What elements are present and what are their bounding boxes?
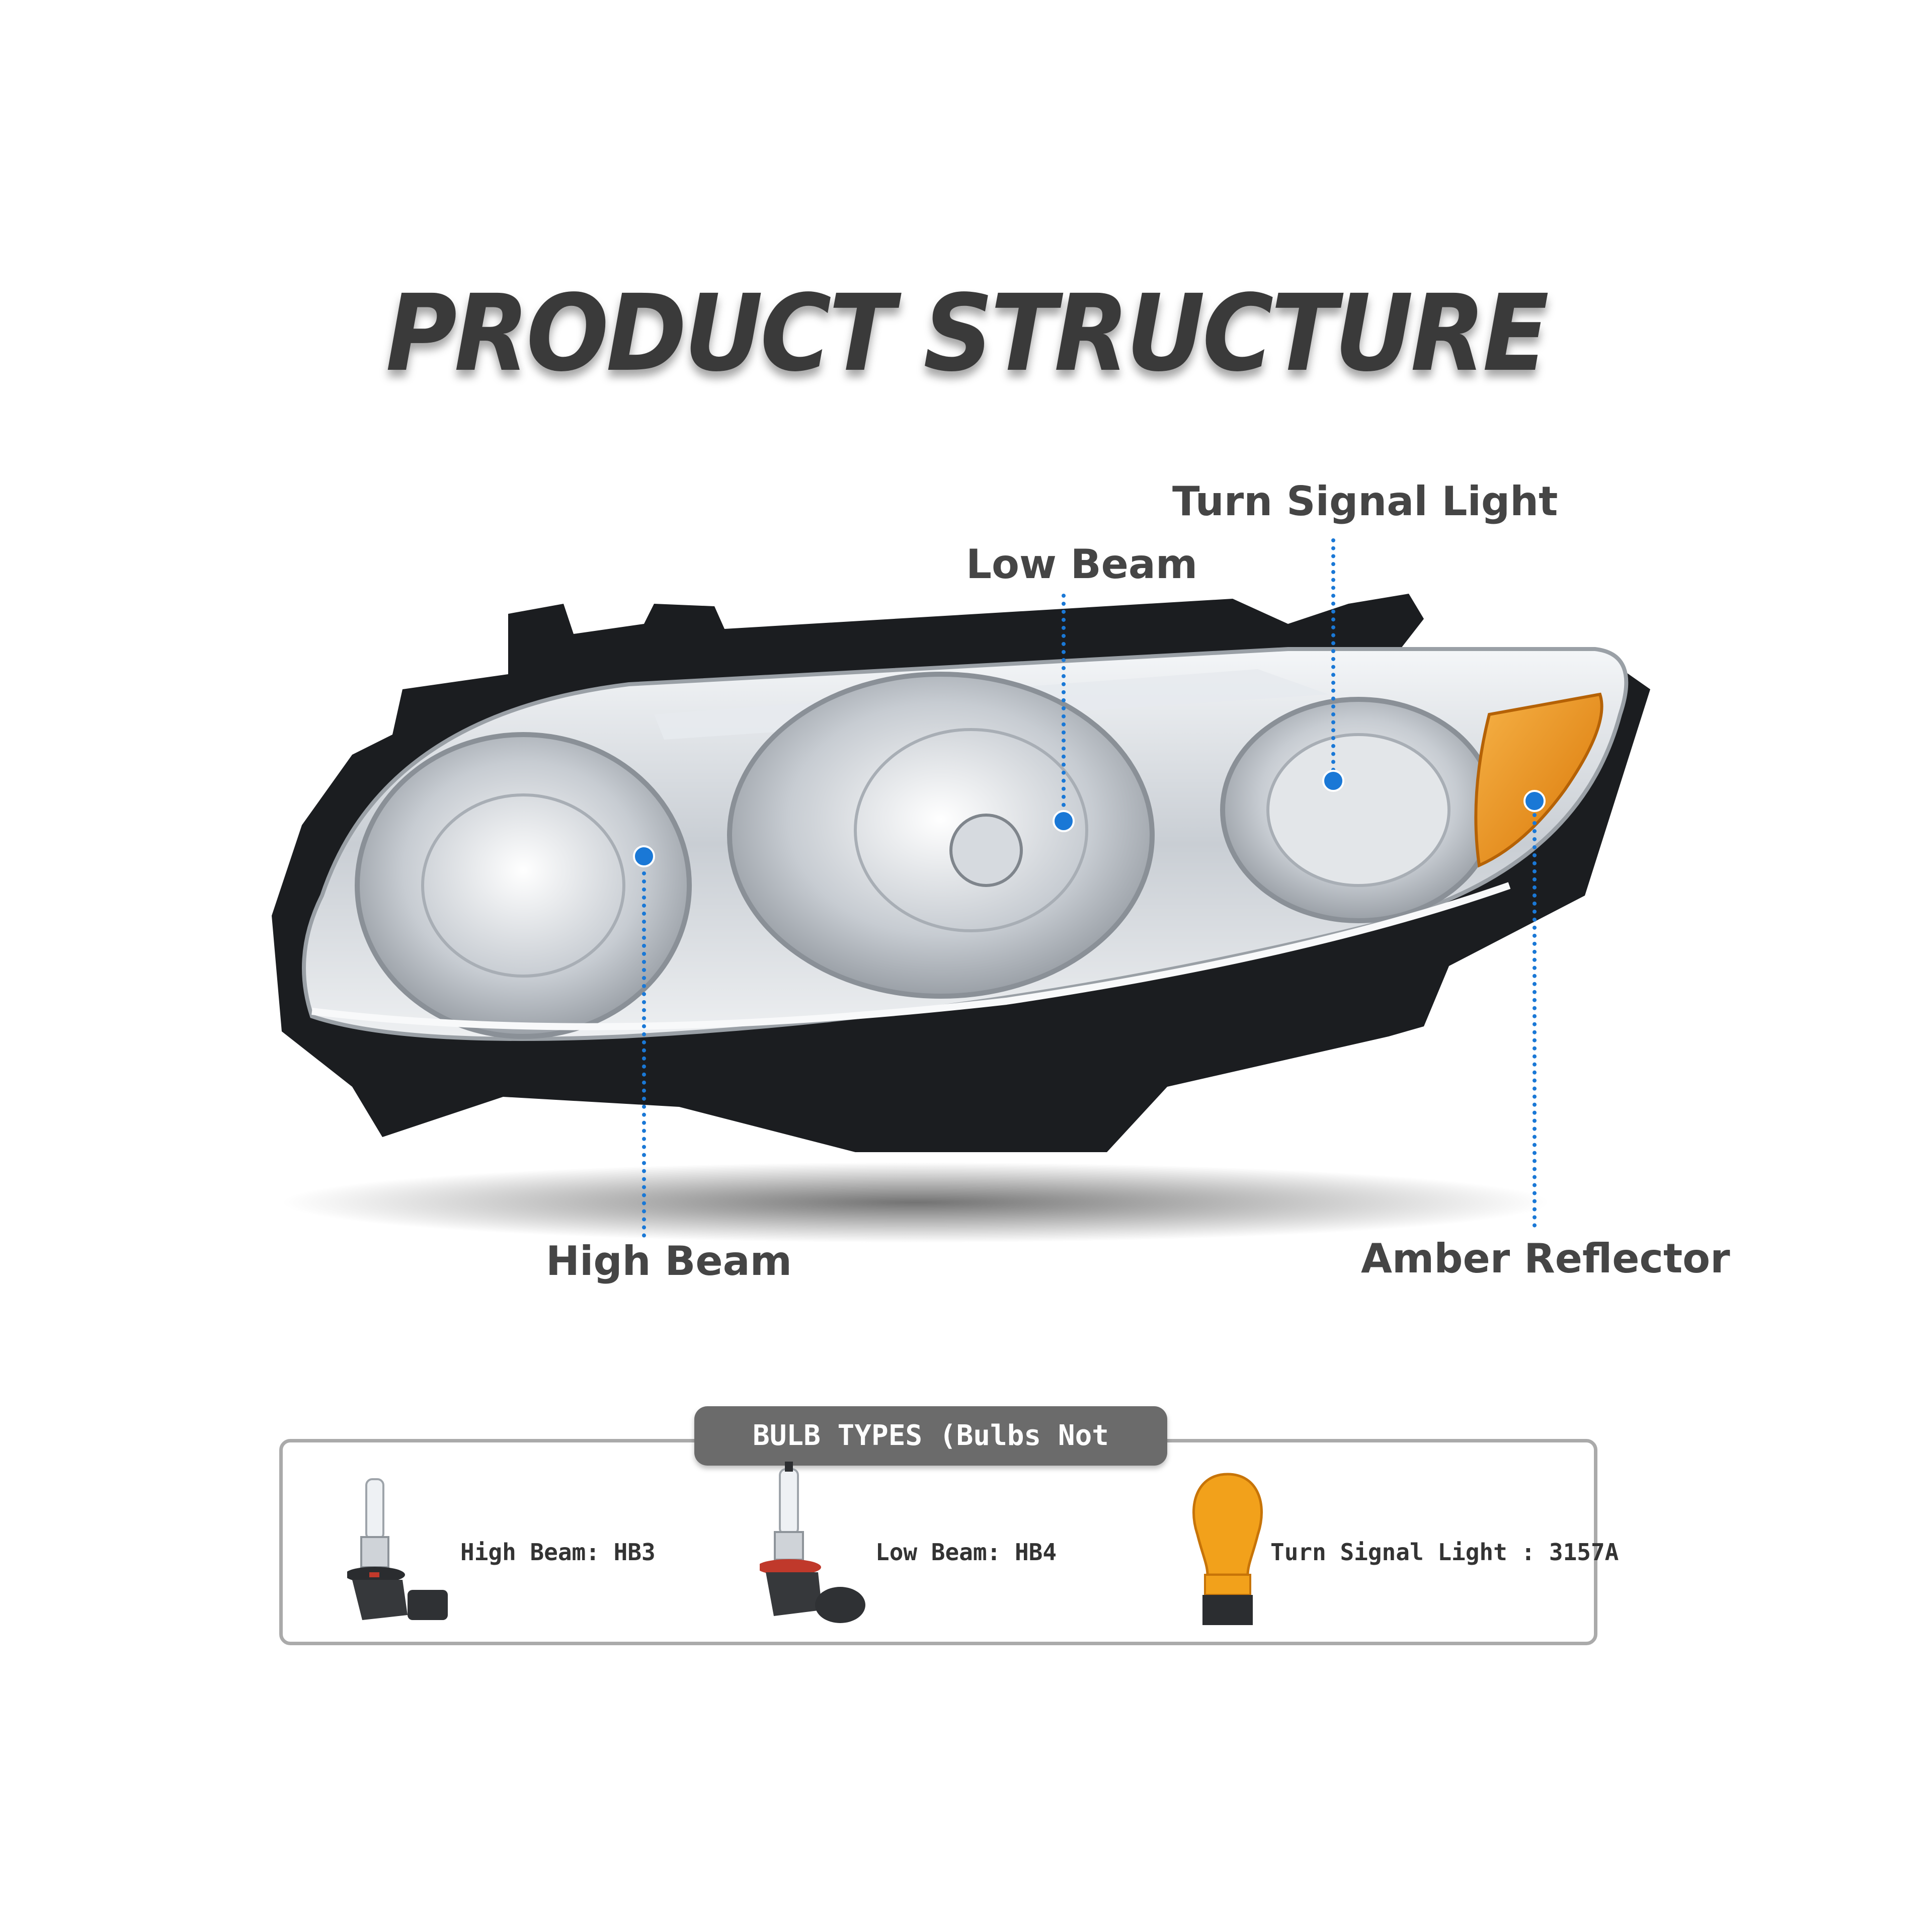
turn-signal-dot	[1322, 770, 1344, 792]
bulb-label-hb3: High Beam: HB3	[460, 1539, 656, 1566]
ground-shadow	[282, 1162, 1550, 1243]
low-beam-reflector	[727, 672, 1155, 999]
amber-3157a-bulb-icon	[1192, 1473, 1263, 1625]
page-title: PRODUCT STRUCTURE	[385, 272, 1549, 395]
high-beam-label: High Beam	[546, 1238, 792, 1284]
turn-signal-leader	[1331, 538, 1335, 780]
bulb-types-heading: BULB TYPES (Bulbs Not Included)	[694, 1406, 1167, 1511]
bulb-types-panel	[279, 1439, 1597, 1645]
amber-reflector-dot	[1523, 790, 1546, 812]
low-beam-label: Low Beam	[966, 541, 1198, 588]
bulb-label-3157a: Turn Signal Light : 3157A	[1270, 1539, 1619, 1566]
turn-signal-label: Turn Signal Light	[1172, 478, 1558, 525]
high-beam-reflector	[355, 732, 692, 1039]
hb4-bulb-icon	[760, 1462, 865, 1623]
high-beam-leader	[642, 855, 646, 1238]
amber-reflector-label: Amber Reflector	[1361, 1235, 1730, 1282]
low-beam-dot	[1053, 810, 1075, 832]
hb3-bulb-icon	[347, 1478, 448, 1620]
amber-reflector-leader	[1533, 805, 1537, 1228]
amber-reflector	[1474, 692, 1603, 868]
high-beam-dot	[633, 845, 655, 867]
low-beam-leader	[1062, 594, 1066, 815]
bulb-label-hb4: Low Beam: HB4	[875, 1539, 1057, 1566]
